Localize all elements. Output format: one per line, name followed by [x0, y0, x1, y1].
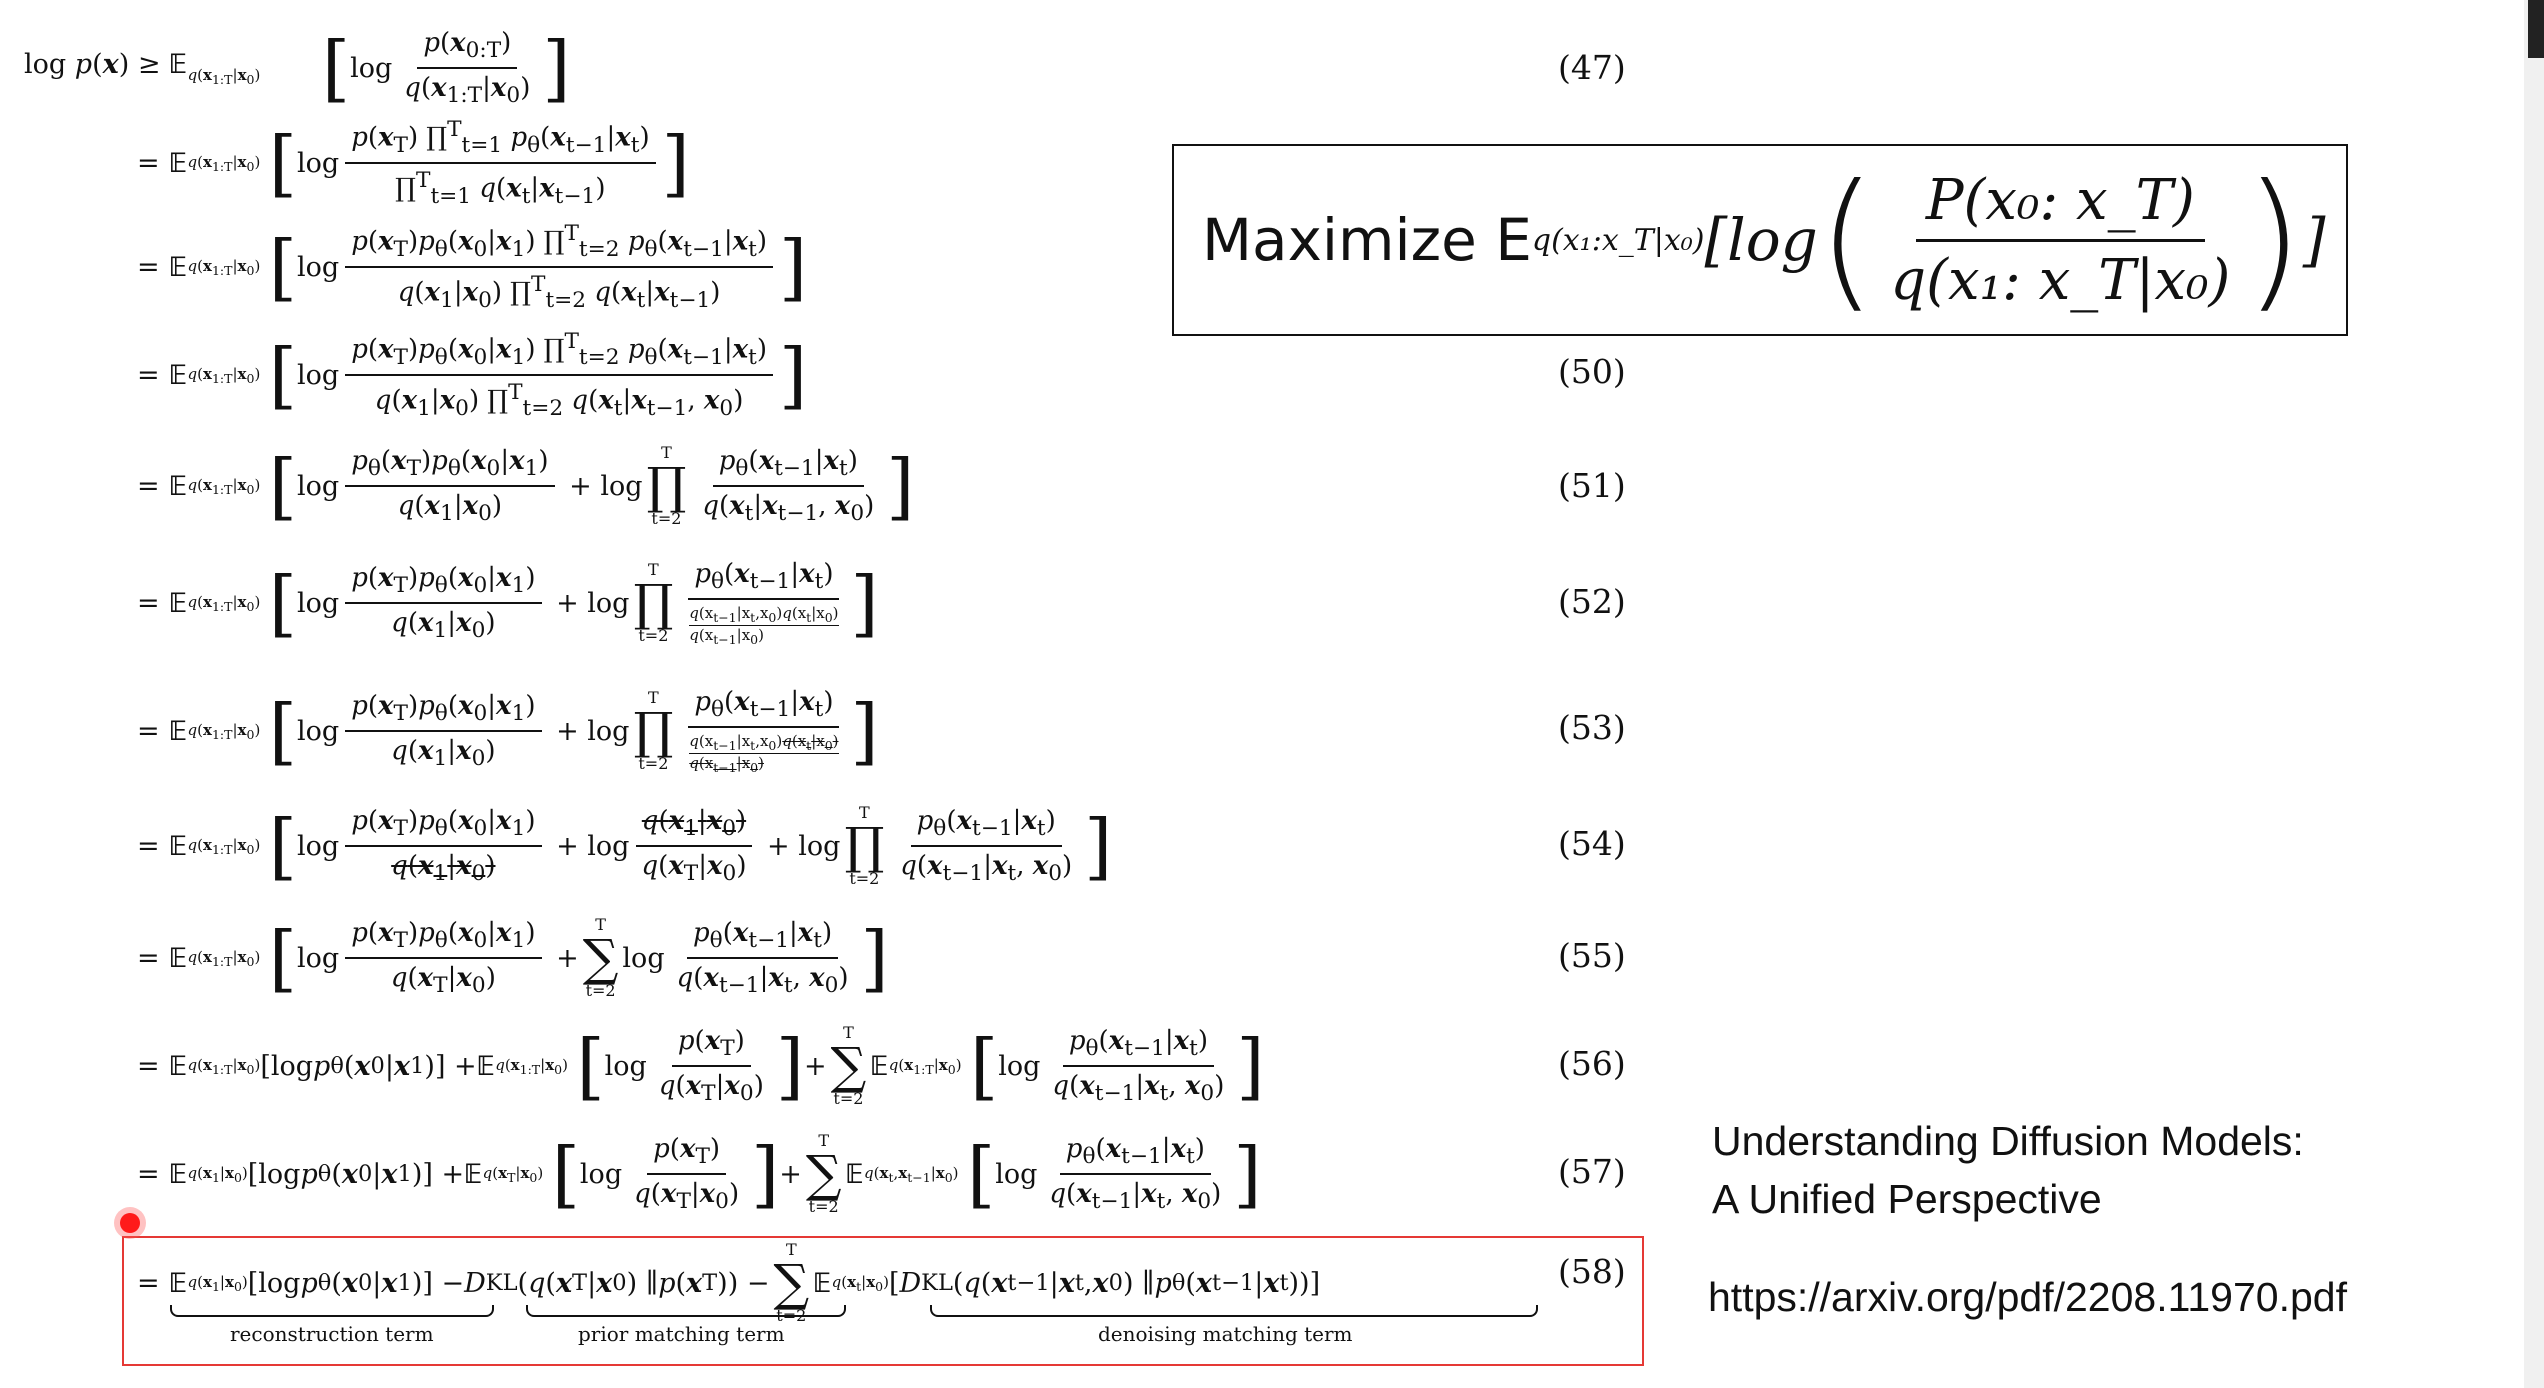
underbrace-denoising	[930, 1305, 1538, 1317]
label-denoising: denoising matching term	[1098, 1322, 1353, 1346]
equation-number: (51)	[1558, 466, 1626, 505]
highlight-box	[122, 1236, 1644, 1366]
equation-number: (55)	[1558, 936, 1626, 975]
reference-url[interactable]: https://arxiv.org/pdf/2208.11970.pdf	[1708, 1274, 2347, 1320]
pointer-dot	[120, 1213, 140, 1233]
equation-number: (52)	[1558, 582, 1626, 621]
maximize-word: Maximize	[1202, 206, 1477, 274]
label-prior: prior matching term	[578, 1322, 785, 1346]
equation-number: (47)	[1558, 48, 1626, 87]
objective-numerator: P(x₀: x_T)	[1915, 168, 2205, 242]
equation-number: (53)	[1558, 708, 1626, 747]
objective-denominator: q(x₁: x_T|x₀)	[1890, 247, 2231, 313]
objective-fraction: P(x₀: x_T) q(x₁: x_T|x₀)	[1880, 168, 2240, 313]
equation-number: (50)	[1558, 352, 1626, 391]
window-edge	[2524, 0, 2544, 1388]
underbrace-prior	[526, 1305, 846, 1317]
expectation-subscript: q(x₁:x_T|x₀)	[1531, 222, 1705, 258]
equation-47-lhs: log p(x) ≥ 𝔼q(x1:T|x0)	[24, 49, 261, 87]
equation-number: (54)	[1558, 824, 1626, 863]
expectation-symbol: E	[1495, 206, 1532, 274]
equation-number: (56)	[1558, 1044, 1626, 1083]
equation-number: (58)	[1558, 1252, 1626, 1291]
label-reconstruction: reconstruction term	[230, 1322, 434, 1346]
underbrace-reconstruction	[170, 1305, 494, 1317]
log-word: log	[1727, 206, 1818, 274]
reference-title-line2: A Unified Perspective	[1712, 1176, 2102, 1222]
reference-title-line1: Understanding Diffusion Models:	[1712, 1118, 2304, 1164]
equation-47: log p(x) ≥ 𝔼q(x1:T|x0) [log p(x0:T)q(x1:…	[24, 26, 1626, 110]
equation-number: (57)	[1558, 1152, 1626, 1191]
